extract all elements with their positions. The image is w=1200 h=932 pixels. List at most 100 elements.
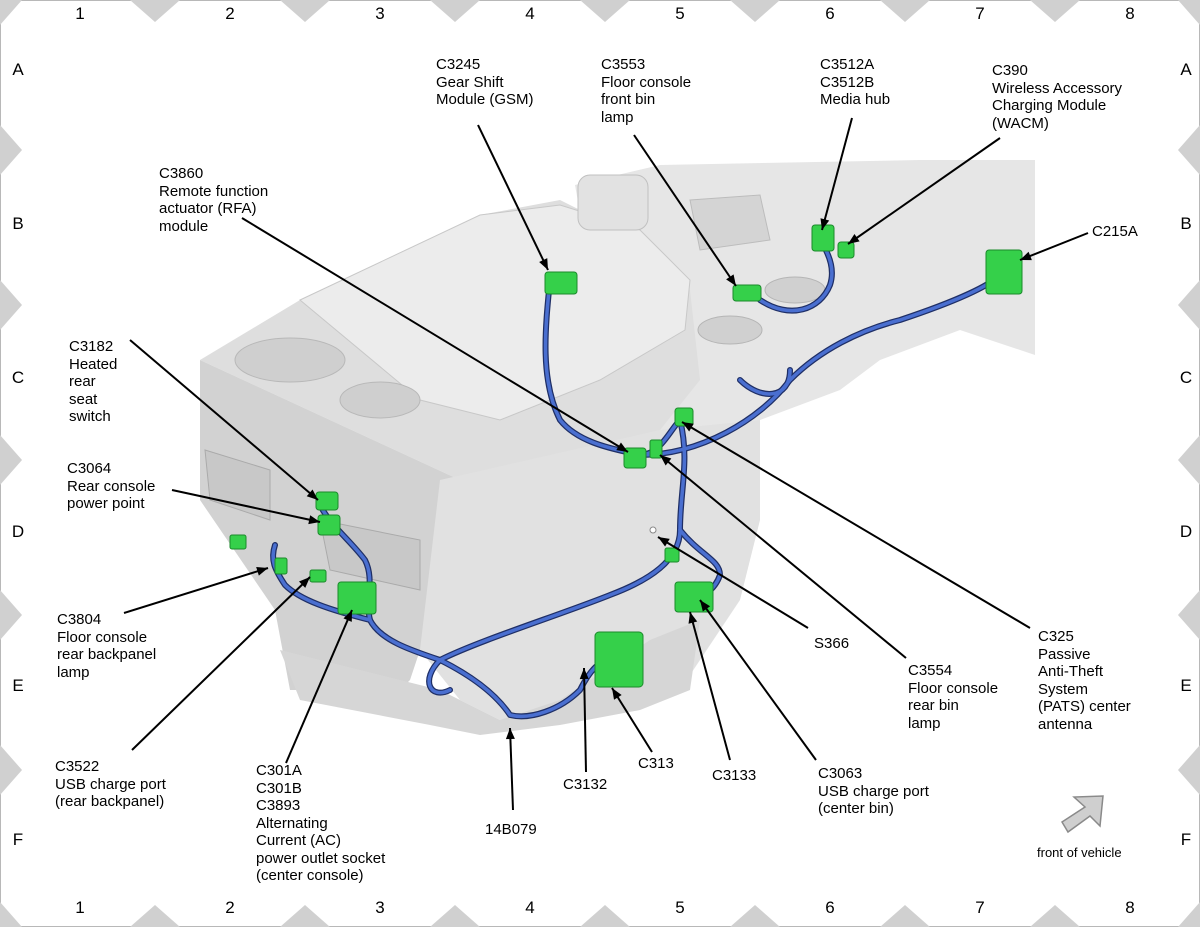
connector-c3804	[229, 534, 247, 550]
grid-column-label-bottom: 1	[75, 898, 85, 917]
border-marker	[1030, 0, 1080, 22]
connector-c215a	[985, 249, 1023, 295]
label-c390: C390 Wireless Accessory Charging Module …	[992, 62, 1123, 132]
arrowhead	[579, 668, 589, 680]
grid-column-label-bottom: 6	[825, 898, 835, 917]
label-c3860: C3860 Remote function actuator (RFA) mod…	[159, 165, 269, 235]
border-marker	[0, 745, 22, 795]
label-c301: C301A C301B C3893 Alternating Current (A…	[256, 762, 386, 884]
connector-c3064	[317, 514, 341, 536]
arrowhead	[343, 610, 352, 622]
border-marker	[0, 280, 22, 330]
grid-row-label-left: F	[12, 830, 24, 849]
label-c313: C313	[638, 755, 674, 772]
border-marker	[0, 590, 22, 640]
connector-c3063	[664, 547, 680, 563]
grid-column-label-bottom: 2	[225, 898, 235, 917]
grid-column-label-bottom: 7	[975, 898, 985, 917]
border-marker	[1178, 0, 1200, 25]
border-marker	[880, 0, 930, 22]
arrowhead	[660, 455, 672, 466]
arrowhead	[616, 442, 628, 452]
connector-c3554	[649, 439, 663, 459]
grid-column-label-top: 7	[975, 4, 985, 23]
border-marker	[1178, 745, 1200, 795]
arrowhead	[820, 218, 830, 230]
border-marker	[1178, 280, 1200, 330]
connector-c325	[674, 407, 694, 427]
grid-row-label-left: C	[11, 368, 25, 387]
label-c3522: C3522 USB charge port (rear backpanel)	[55, 758, 166, 810]
label-c3512: C3512A C3512B Media hub	[820, 56, 891, 108]
arrowhead	[539, 258, 548, 270]
arrowhead	[682, 422, 694, 432]
border-marker	[1178, 590, 1200, 640]
arrowhead	[658, 537, 670, 547]
grid-row-label-right: B	[1180, 214, 1192, 233]
label-c3553: C3553 Floor console front bin lamp	[601, 56, 692, 126]
connector-c3553	[732, 284, 762, 302]
arrowhead	[298, 577, 310, 588]
connector-c3522	[274, 557, 288, 575]
leader-arrowheads	[256, 218, 1032, 740]
border-marker	[1178, 435, 1200, 485]
label-c3133: C3133	[712, 767, 757, 784]
arrowhead	[726, 274, 736, 286]
grid-row-label-left: A	[12, 60, 24, 79]
label-14b079: 14B079	[485, 821, 537, 838]
grid-row-label-right: A	[1180, 60, 1192, 79]
grid-column-label-top: 4	[525, 4, 535, 23]
border-marker	[280, 905, 330, 927]
grid-row-label-right: F	[1180, 830, 1192, 849]
border-marker	[730, 0, 780, 22]
grid-column-label-top: 1	[75, 4, 85, 23]
arrowhead	[612, 688, 622, 700]
arrowhead	[688, 612, 698, 624]
leader-lines	[123, 117, 1089, 811]
border-marker	[130, 905, 180, 927]
connector-c390	[837, 241, 855, 259]
border-marker	[130, 0, 180, 22]
grid-column-label-top: 8	[1125, 4, 1135, 23]
grid-column-label-top: 6	[825, 4, 835, 23]
connector-c3182	[315, 491, 339, 511]
arrowhead	[848, 234, 860, 244]
border-marker	[730, 905, 780, 927]
grid-row-label-right: C	[1179, 368, 1193, 387]
grid-row-label-left: B	[12, 214, 24, 233]
label-c215a: C215A	[1092, 223, 1138, 240]
border-marker	[1178, 125, 1200, 175]
grid-column-label-top: 2	[225, 4, 235, 23]
label-front-of-vehicle: front of vehicle	[1037, 845, 1122, 860]
label-c3182: C3182 Heated rear seat switch	[69, 338, 118, 425]
arrowhead	[700, 600, 711, 612]
border-marker	[1030, 905, 1080, 927]
grid-column-label-bottom: 4	[525, 898, 535, 917]
border-marker	[430, 905, 480, 927]
label-c3132: C3132	[563, 776, 608, 793]
label-c3554: C3554 Floor console rear bin lamp	[908, 662, 999, 732]
grid-column-label-top: 3	[375, 4, 385, 23]
border-marker	[430, 0, 480, 22]
label-c3804: C3804 Floor console rear backpanel lamp	[57, 611, 157, 681]
grid-row-label-right: E	[1180, 676, 1192, 695]
label-c325: C325 Passive Anti-Theft System (PATS) ce…	[1038, 628, 1131, 733]
label-c3064: C3064 Rear console power point	[67, 460, 156, 512]
arrowhead	[308, 515, 320, 525]
border-marker	[880, 905, 930, 927]
connectors	[229, 224, 1023, 688]
grid-column-label-bottom: 5	[675, 898, 685, 917]
label-c3063: C3063 USB charge port (center bin)	[818, 765, 929, 817]
label-s366: S366	[814, 635, 850, 652]
connector-c313	[594, 631, 644, 688]
arrowhead	[306, 489, 318, 500]
connector-c301-a	[309, 569, 327, 583]
border-marker	[0, 435, 22, 485]
grid-row-label-right: D	[1179, 522, 1193, 541]
border-marker	[1178, 902, 1200, 932]
grid-column-label-bottom: 3	[375, 898, 385, 917]
border-marker	[0, 902, 22, 932]
